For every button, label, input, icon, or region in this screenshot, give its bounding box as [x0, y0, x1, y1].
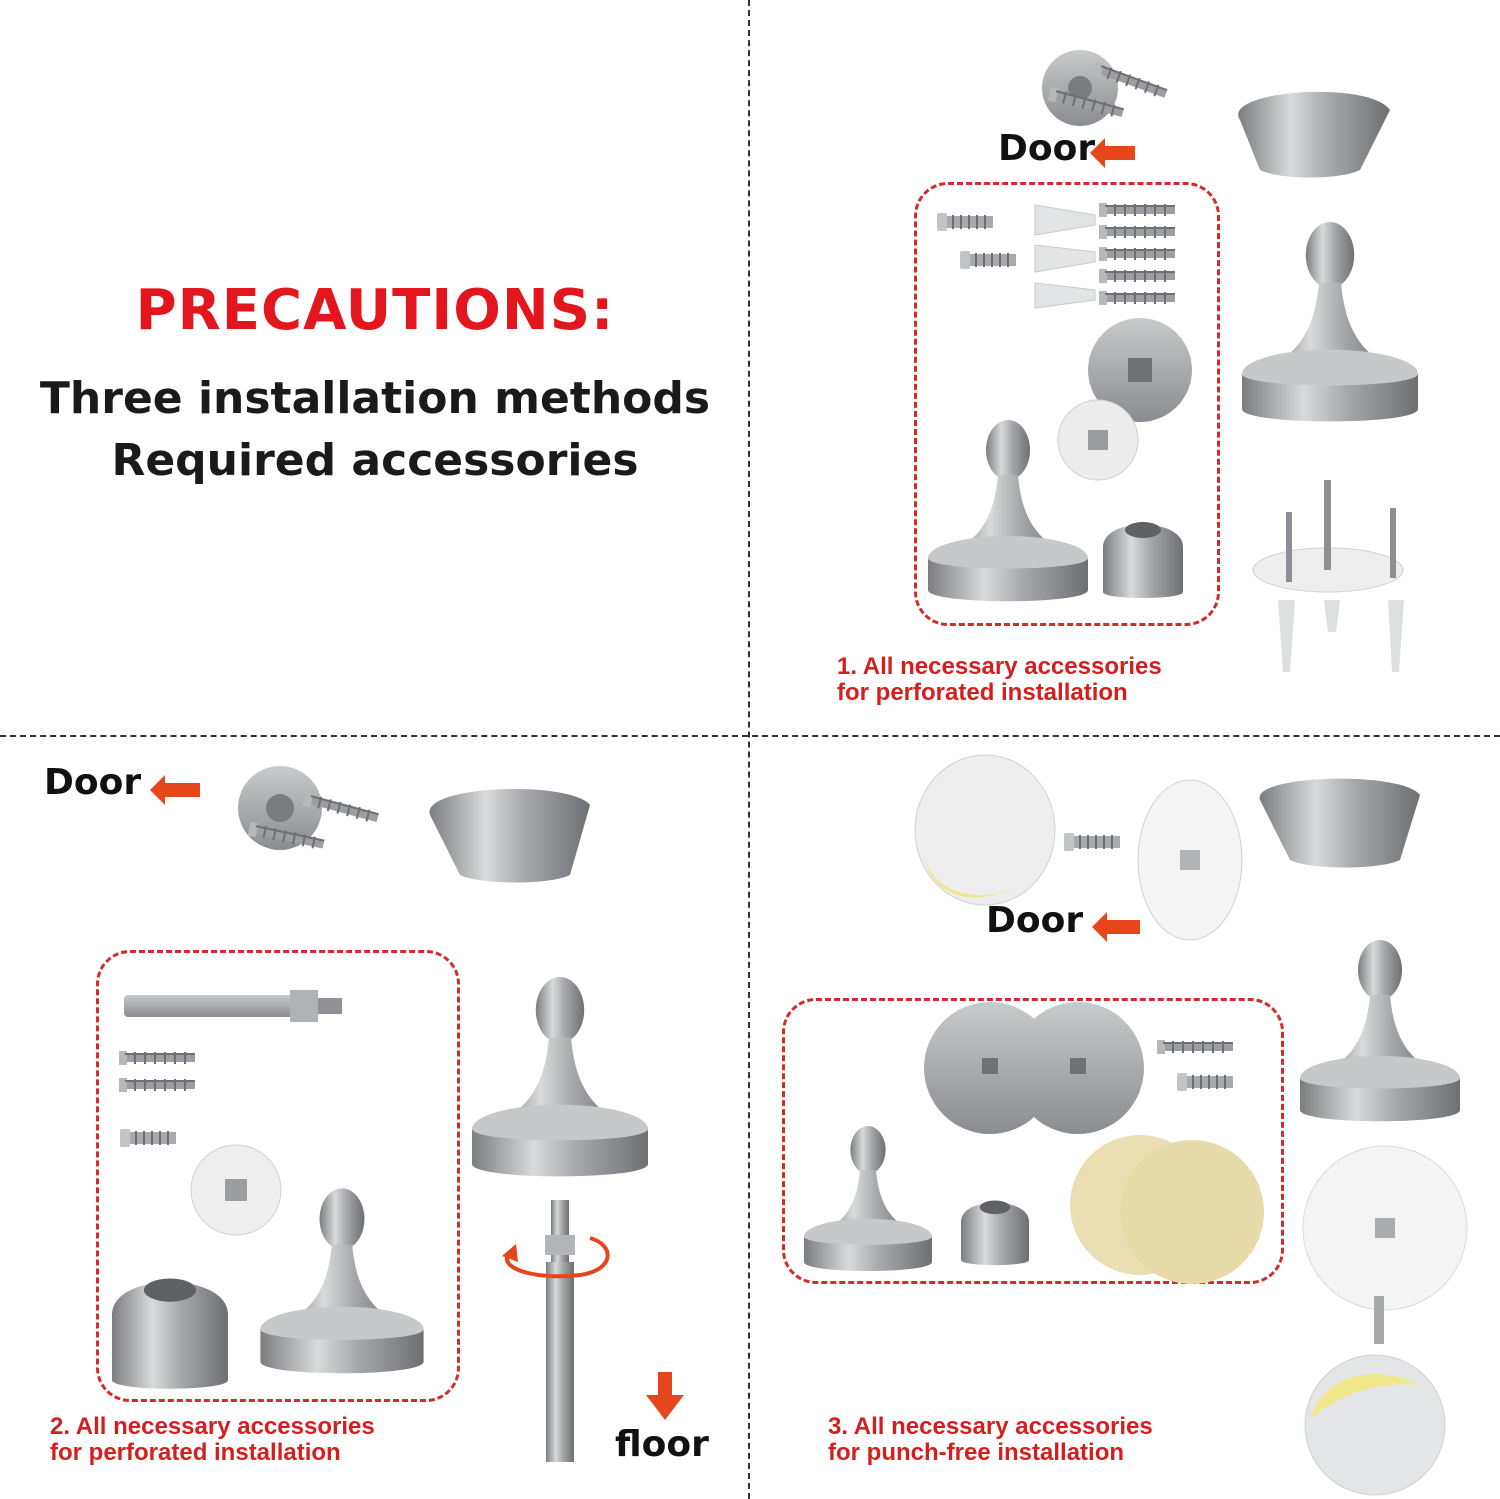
caption-panel-1-line-2: for perforated installation: [837, 679, 1128, 706]
door-label-panel-1: Door: [998, 128, 1096, 169]
caption-panel-2-line-2: for perforated installation: [50, 1439, 341, 1466]
caption-panel-3: 3. All necessary accessories for punch-f…: [828, 1414, 1153, 1466]
floor-label: floor: [615, 1424, 709, 1465]
subtitle-line-1: Three installation methods: [39, 373, 711, 424]
caption-panel-1-line-1: 1. All necessary accessories: [837, 653, 1162, 680]
door-label-panel-3: Door: [986, 900, 1084, 941]
page-title: PRECAUTIONS:: [135, 278, 615, 343]
caption-panel-1: 1. All necessary accessories for perfora…: [837, 654, 1162, 706]
accessory-box-1: [914, 182, 1220, 626]
panel-3-illustration: [804, 754, 1468, 1496]
caption-panel-3-line-1: 3. All necessary accessories: [828, 1413, 1153, 1440]
subtitle-line-2: Required accessories: [111, 435, 639, 486]
door-label-panel-2: Door: [44, 762, 142, 803]
panel-1-illustration: [928, 50, 1418, 672]
vertical-divider: [748, 0, 750, 1499]
caption-panel-2: 2. All necessary accessories for perfora…: [50, 1414, 375, 1466]
accessory-box-3: [782, 998, 1284, 1284]
page-subtitle: Three installation methods Required acce…: [0, 368, 750, 492]
accessory-box-2: [96, 950, 460, 1402]
arrow-icon-panel-1: [1090, 138, 1135, 168]
panel-2-illustration: [112, 766, 684, 1462]
caption-panel-2-line-1: 2. All necessary accessories: [50, 1413, 375, 1440]
horizontal-divider: [0, 735, 1500, 737]
caption-panel-3-line-2: for punch-free installation: [828, 1439, 1125, 1466]
